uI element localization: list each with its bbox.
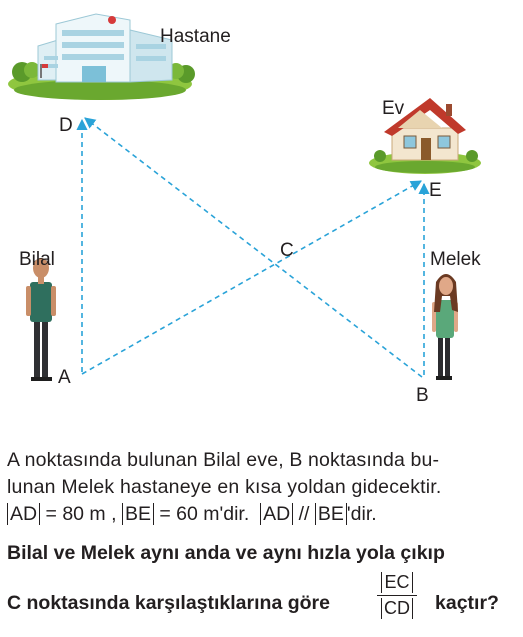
dashed-lines: [76, 117, 430, 378]
label-point-A: A: [58, 367, 71, 388]
fraction-numerator: EC: [381, 572, 413, 593]
figure-svg: [8, 13, 481, 381]
label-point-B: B: [416, 385, 429, 406]
house-illustration: [369, 98, 481, 174]
question-line-2-post: kaçtır?: [435, 592, 499, 614]
fraction-denominator: CD: [381, 598, 413, 620]
fraction-bar: [377, 594, 417, 597]
line3-suffix: 'dir.: [346, 503, 377, 525]
ratio-fraction: EC CD: [377, 572, 417, 620]
segment-AE: [81, 180, 422, 375]
geometry-figure: Hastane Ev Bilal Melek A B C D E: [8, 13, 481, 406]
label-bilal: Bilal: [19, 249, 55, 270]
segment-BE-ref: BE: [314, 503, 347, 526]
label-hospital: Hastane: [160, 26, 231, 47]
label-point-C: C: [280, 240, 294, 261]
question-line-1: Bilal ve Melek aynı anda ve aynı hızla y…: [7, 542, 445, 564]
label-point-D: D: [59, 115, 73, 136]
problem-line-2: lunan Melek hastaneye en kısa yoldan gid…: [7, 476, 442, 498]
melek-figure: [432, 274, 458, 380]
problem-line-3: AD = 80 m , BE = 60 m'dir. AD // BE'dir.: [7, 503, 377, 526]
parallel-symbol: //: [298, 503, 310, 525]
segment-BD: [84, 117, 423, 378]
length-BE: BE: [121, 503, 154, 526]
hospital-illustration: [8, 13, 195, 100]
length-BE-value: = 60 m'dir.: [159, 503, 250, 525]
question-line-2-pre: C noktasında karşılaştıklarına göre: [7, 592, 330, 614]
segment-AD-ref: AD: [260, 503, 294, 526]
length-AD: AD: [7, 503, 41, 526]
label-point-E: E: [429, 180, 442, 201]
problem-line-1: A noktasında bulunan Bilal eve, B noktas…: [7, 449, 440, 471]
bilal-figure: [26, 258, 56, 381]
label-home: Ev: [382, 98, 405, 119]
label-melek: Melek: [430, 249, 481, 270]
length-AD-value: = 80 m ,: [45, 503, 117, 525]
